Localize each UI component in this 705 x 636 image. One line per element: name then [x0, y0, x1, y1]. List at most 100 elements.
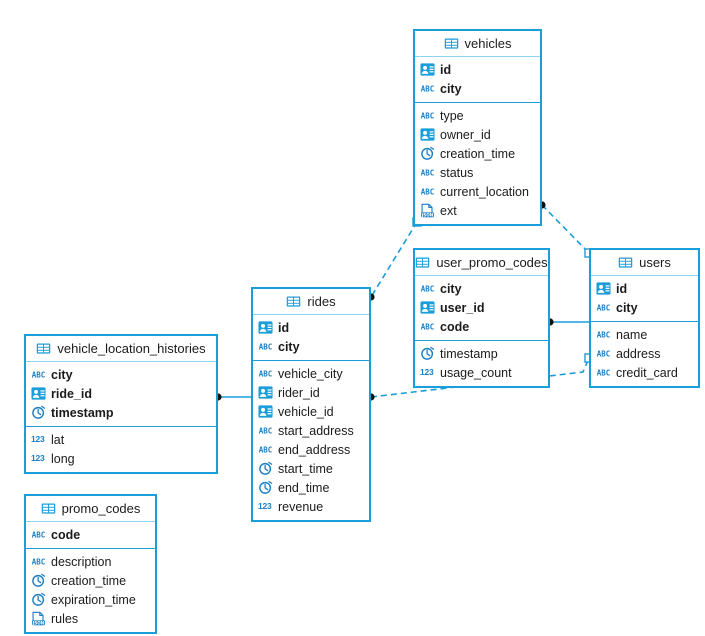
- table-grid-icon: [41, 501, 56, 516]
- abc-text-icon: ABC: [596, 346, 611, 361]
- attribute-label: credit_card: [616, 365, 678, 380]
- attribute-row[interactable]: ABC city: [253, 337, 369, 356]
- attribute-row[interactable]: JSON ext: [415, 201, 540, 220]
- attribute-row[interactable]: ABC start_address: [253, 421, 369, 440]
- attribute-row[interactable]: start_time: [253, 459, 369, 478]
- entity-title: users: [639, 255, 671, 270]
- entity-title: vehicle_location_histories: [57, 341, 206, 356]
- svg-text:ABC: ABC: [421, 284, 435, 293]
- attribute-label: ext: [440, 203, 457, 218]
- svg-text:ABC: ABC: [597, 368, 611, 377]
- clock-icon: [31, 405, 46, 420]
- attribute-row[interactable]: owner_id: [415, 125, 540, 144]
- attribute-label: city: [278, 339, 300, 354]
- attribute-label: long: [51, 451, 75, 466]
- attribute-row[interactable]: timestamp: [415, 344, 548, 363]
- id-card-icon: [31, 386, 46, 401]
- attribute-row[interactable]: user_id: [415, 298, 548, 317]
- number-123-icon: 123: [31, 434, 45, 444]
- attribute-row[interactable]: expiration_time: [26, 590, 155, 609]
- attribute-row[interactable]: ABC credit_card: [591, 363, 698, 382]
- svg-text:ABC: ABC: [421, 84, 435, 93]
- abc-text-icon: ABC: [420, 319, 435, 334]
- attribute-row[interactable]: rider_id: [253, 383, 369, 402]
- abc-text-icon: ABC: [258, 442, 273, 457]
- svg-text:ABC: ABC: [597, 349, 611, 358]
- svg-text:ABC: ABC: [259, 369, 273, 378]
- attribute-row[interactable]: end_time: [253, 478, 369, 497]
- attribute-row[interactable]: 123 lat: [26, 430, 216, 449]
- number-123-icon: 123: [258, 501, 272, 511]
- attribute-row[interactable]: timestamp: [26, 403, 216, 422]
- entity-header-rides[interactable]: rides: [253, 289, 369, 315]
- clock-icon: [31, 573, 46, 588]
- entity-header-vehicle_location_histories[interactable]: vehicle_location_histories: [26, 336, 216, 362]
- attribute-row[interactable]: creation_time: [26, 571, 155, 590]
- relationship-vehicle_location_histories-rides[interactable]: [214, 393, 251, 401]
- json-document-icon: JSON: [420, 203, 435, 218]
- attribute-row[interactable]: ABC city: [415, 279, 548, 298]
- id-card-icon: [258, 404, 273, 419]
- id-card-icon: [258, 385, 273, 400]
- attribute-label: city: [440, 281, 462, 296]
- attribute-label: start_time: [278, 461, 333, 476]
- abc-text-icon: ABC: [31, 527, 46, 542]
- attribute-row[interactable]: id: [415, 60, 540, 79]
- entity-header-promo_codes[interactable]: promo_codes: [26, 496, 155, 522]
- entity-header-vehicles[interactable]: vehicles: [415, 31, 540, 57]
- svg-text:JSON: JSON: [32, 620, 45, 625]
- abc-text-icon: ABC: [258, 423, 273, 438]
- abc-text-icon: ABC: [420, 165, 435, 180]
- attribute-row[interactable]: creation_time: [415, 144, 540, 163]
- attribute-row[interactable]: id: [253, 318, 369, 337]
- svg-text:ABC: ABC: [597, 330, 611, 339]
- attribute-label: description: [51, 554, 112, 569]
- entity-header-users[interactable]: users: [591, 250, 698, 276]
- attribute-label: current_location: [440, 184, 529, 199]
- attribute-label: creation_time: [51, 573, 127, 588]
- attribute-row[interactable]: id: [591, 279, 698, 298]
- attribute-label: vehicle_id: [278, 404, 334, 419]
- attribute-label: start_address: [278, 423, 354, 438]
- relationship-line: [370, 221, 418, 298]
- clock-icon: [420, 346, 435, 361]
- id-card-icon: [420, 127, 435, 142]
- svg-text:ABC: ABC: [259, 342, 273, 351]
- attribute-row[interactable]: ABC city: [415, 79, 540, 98]
- relationship-user_promo_codes-users[interactable]: [546, 318, 589, 326]
- attribute-label: city: [440, 81, 462, 96]
- attribute-row[interactable]: ABC description: [26, 552, 155, 571]
- attribute-label: lat: [51, 432, 65, 447]
- entity-header-user_promo_codes[interactable]: user_promo_codes: [415, 250, 548, 276]
- attribute-row[interactable]: vehicle_id: [253, 402, 369, 421]
- attribute-row[interactable]: ride_id: [26, 384, 216, 403]
- abc-text-icon: ABC: [31, 554, 46, 569]
- table-grid-icon: [444, 36, 459, 51]
